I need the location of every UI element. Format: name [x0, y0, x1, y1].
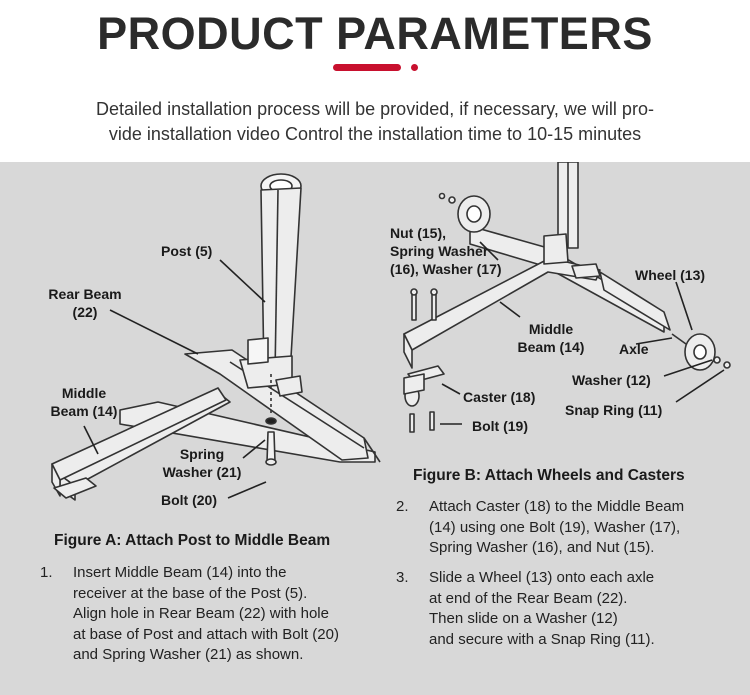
label-middle-beam-b: Middle Beam (14) — [512, 320, 590, 356]
label-caster: Caster (18) — [463, 389, 536, 405]
step-1-number: 1. — [40, 564, 53, 581]
label-spring-washer: Spring Washer (21) — [156, 445, 248, 481]
label-nut-washers: Nut (15), Spring Washer (16), Washer (17… — [390, 224, 502, 278]
step-2-line: (14) using one Bolt (19), Washer (17), — [429, 518, 681, 536]
label-axle: Axle — [619, 341, 649, 357]
caption-figure-a: Figure A: Attach Post to Middle Beam — [54, 532, 331, 549]
step-2-number: 2. — [396, 498, 409, 515]
label-bolt-a: Bolt (20) — [161, 492, 217, 508]
step-1-line: receiver at the base of the Post (5). — [73, 584, 308, 602]
step-2: 2. Attach Caster (18) to the Middle Beam… — [396, 497, 736, 559]
label-wheel: Wheel (13) — [635, 267, 706, 283]
label-rear-beam: Rear Beam (22) — [42, 285, 128, 321]
intro-line-1: Detailed installation process will be pr… — [96, 99, 654, 119]
label-rear-beam-line1: Rear Beam — [48, 286, 122, 302]
title-dot — [411, 64, 418, 71]
step-1: 1. Insert Middle Beam (14) into the rece… — [40, 563, 390, 667]
title-underline — [333, 64, 401, 71]
label-spring-washer-line1: Spring — [179, 446, 225, 462]
label-post: Post (5) — [161, 243, 213, 259]
step-3-line: Then slide on a Washer (12) — [429, 610, 618, 627]
label-rear-beam-line2: (22) — [72, 304, 98, 320]
step-3-line: Slide a Wheel (13) onto each axle — [429, 569, 655, 586]
step-1-line: Insert Middle Beam (14) into the — [73, 564, 287, 581]
label-bolt-b: Bolt (19) — [472, 418, 528, 434]
instruction-panel: Post (5) Rear Beam (22) Middle Beam (14)… — [0, 162, 750, 695]
label-middle-beam-a: Middle Beam (14) — [46, 384, 122, 420]
label-nut-line2: Spring Washer — [390, 243, 489, 259]
label-snap-ring: Snap Ring (11) — [565, 402, 663, 418]
label-nut-line1: Nut (15), — [390, 225, 446, 241]
step-2-line: Spring Washer (16), and Nut (15). — [429, 539, 655, 556]
label-washer-12: Washer (12) — [572, 372, 651, 388]
step-2-line: Attach Caster (18) to the Middle Beam — [429, 498, 685, 515]
step-3-line: at end of the Rear Beam (22). — [429, 589, 628, 607]
label-middle-beam-b-line1: Middle — [528, 321, 574, 337]
figure-b-illustration — [403, 162, 731, 433]
figure-a-illustration — [51, 173, 381, 501]
label-middle-beam-a-line1: Middle — [61, 385, 107, 401]
step-3-line: and secure with a Snap Ring (11). — [429, 630, 655, 648]
label-spring-washer-line2: Washer (21) — [162, 464, 242, 480]
label-middle-beam-a-line2: Beam (14) — [50, 403, 118, 419]
intro-text: Detailed installation process will be pr… — [0, 97, 750, 147]
step-1-line: at base of Post and attach with Bolt (20… — [73, 625, 339, 643]
label-middle-beam-b-line2: Beam (14) — [517, 339, 585, 355]
assembly-diagrams — [51, 162, 731, 501]
page-title: PRODUCT PARAMETERS — [97, 8, 653, 59]
label-nut-line3: (16), Washer (17) — [390, 261, 502, 277]
step-1-line: and Spring Washer (21) as shown. — [73, 646, 304, 663]
caption-figure-b: Figure B: Attach Wheels and Casters — [413, 467, 685, 484]
step-1-line: Align hole in Rear Beam (22) with hole — [73, 605, 329, 622]
step-3-number: 3. — [396, 569, 409, 586]
step-3: 3. Slide a Wheel (13) onto each axle at … — [396, 568, 736, 652]
intro-line-2: vide installation video Control the inst… — [108, 124, 642, 144]
